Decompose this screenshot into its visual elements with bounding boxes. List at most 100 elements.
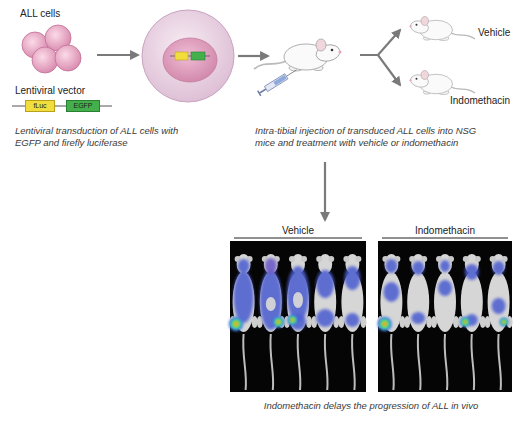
imaging-photo: Vehicle bbox=[228, 222, 368, 392]
mouse-eye bbox=[331, 49, 334, 52]
mouse-tail bbox=[471, 334, 474, 390]
node-illustration bbox=[138, 8, 238, 104]
treated-mouse: Indomethacin bbox=[400, 64, 470, 102]
gene-box: EGFP bbox=[66, 100, 100, 112]
mouse-nose bbox=[339, 51, 342, 54]
luminescence-signal bbox=[238, 259, 250, 273]
node-label: Lentiviral vector bbox=[15, 84, 115, 97]
node-label: Intra-tibial injection of transduced ALL… bbox=[255, 125, 495, 148]
mouse-ear bbox=[301, 256, 307, 262]
syringe-barrel bbox=[264, 74, 288, 92]
luminescence-hotspot bbox=[382, 322, 387, 327]
node-illustration bbox=[400, 10, 470, 48]
luminescence-hotspot bbox=[229, 317, 243, 331]
mouse-tail bbox=[298, 334, 301, 390]
mouse-illustration bbox=[254, 39, 342, 71]
mouse-tail bbox=[451, 33, 475, 39]
syringe bbox=[258, 67, 298, 95]
node-label: Indomethacin bbox=[376, 224, 514, 237]
imaged-mouse bbox=[284, 254, 312, 390]
mouse-body bbox=[488, 272, 510, 332]
node-label: EGFP bbox=[67, 101, 99, 111]
mouse-nose bbox=[409, 79, 411, 81]
imaged-mouse bbox=[338, 254, 366, 390]
syringe-plunger bbox=[258, 91, 261, 96]
vector-construct: Lentiviral vector fLuc EGFP bbox=[12, 84, 117, 118]
node-illustration bbox=[228, 222, 368, 392]
mouse-ear bbox=[355, 256, 361, 262]
mouse-tail bbox=[243, 334, 246, 390]
mouse-ear bbox=[316, 39, 326, 51]
luminescence-hotspot bbox=[274, 318, 282, 326]
imaged-mouse bbox=[377, 254, 405, 390]
mouse-ear bbox=[448, 256, 454, 262]
imaged-mouse bbox=[311, 254, 339, 390]
gene-box bbox=[191, 52, 205, 60]
luminescence-hotspot bbox=[502, 321, 505, 324]
connector-arrow bbox=[238, 55, 268, 57]
imaging-photo: Indomethacin bbox=[376, 222, 514, 392]
mouse-tail bbox=[445, 334, 448, 390]
mouse-ear bbox=[409, 256, 415, 262]
luminescence-signal bbox=[345, 313, 359, 327]
mouse-tail bbox=[325, 334, 328, 390]
syringe-needle bbox=[286, 70, 296, 76]
mouse-ear bbox=[502, 256, 508, 262]
luminescence-signal bbox=[412, 261, 424, 275]
leukemia-cell bbox=[32, 47, 58, 73]
luminescence-hotspot bbox=[273, 316, 284, 327]
leukemia-cell bbox=[55, 45, 81, 71]
luminescence-signal bbox=[465, 264, 479, 280]
luminescence-signal bbox=[287, 266, 309, 322]
luminescence-hotspot bbox=[378, 317, 392, 331]
node-illustration bbox=[376, 222, 514, 392]
luminescence-hotspot bbox=[292, 319, 294, 321]
luminescence-hotspot bbox=[380, 319, 390, 329]
luminescence-hotspot bbox=[460, 317, 470, 327]
mouse-eye bbox=[416, 78, 418, 80]
mouse-body bbox=[461, 272, 483, 332]
mouse-ear bbox=[421, 71, 429, 80]
luminescence-hotspot bbox=[232, 320, 240, 328]
mouse-illustration bbox=[409, 17, 475, 41]
luminescence-hotspot bbox=[288, 315, 298, 325]
imaging-panel: Indomethacin delays the progression of A… bbox=[225, 220, 517, 394]
luminescence-hotspot bbox=[231, 319, 241, 329]
luminescence-hotspot bbox=[289, 316, 296, 323]
luminescence-signal bbox=[385, 259, 397, 273]
mouse-ear bbox=[289, 256, 295, 262]
gene-box: fLuc bbox=[25, 100, 55, 112]
luminescence-hotspot bbox=[276, 320, 280, 324]
signal-gap bbox=[266, 297, 276, 311]
node-label: Vehicle bbox=[478, 26, 520, 39]
node-label: Indomethacin delays the progression of A… bbox=[225, 400, 517, 412]
mouse-tail bbox=[451, 87, 475, 93]
node-label: fLuc bbox=[26, 101, 54, 111]
mouse-ear bbox=[316, 256, 322, 262]
mouse-body bbox=[407, 272, 429, 332]
luminescence-hotspot bbox=[290, 317, 295, 322]
luminescence-signal bbox=[438, 280, 452, 296]
node-label: Indomethacin bbox=[450, 94, 518, 107]
imaged-mouse bbox=[485, 254, 513, 390]
luminescence-signal bbox=[344, 266, 360, 290]
luminescence-hotspot bbox=[235, 323, 238, 326]
luminescence-signal bbox=[234, 271, 254, 323]
imaging-background bbox=[230, 241, 366, 392]
luminescence-signal bbox=[316, 270, 334, 298]
luminescence-hotspot bbox=[502, 320, 507, 325]
imaged-mouse bbox=[404, 254, 432, 390]
connector-arrow bbox=[324, 162, 326, 220]
luminescence-hotspot bbox=[503, 321, 505, 323]
luminescence-signal bbox=[411, 312, 425, 324]
mouse-ear bbox=[463, 256, 469, 262]
mouse-ear bbox=[421, 256, 427, 262]
luminescence-hotspot bbox=[291, 318, 295, 322]
mouse-ear bbox=[436, 256, 442, 262]
mouse-tail bbox=[270, 334, 273, 390]
gene-box bbox=[175, 52, 188, 60]
mouse-tail bbox=[418, 334, 421, 390]
luminescence-hotspot bbox=[233, 322, 238, 327]
mouse-body bbox=[233, 272, 255, 332]
